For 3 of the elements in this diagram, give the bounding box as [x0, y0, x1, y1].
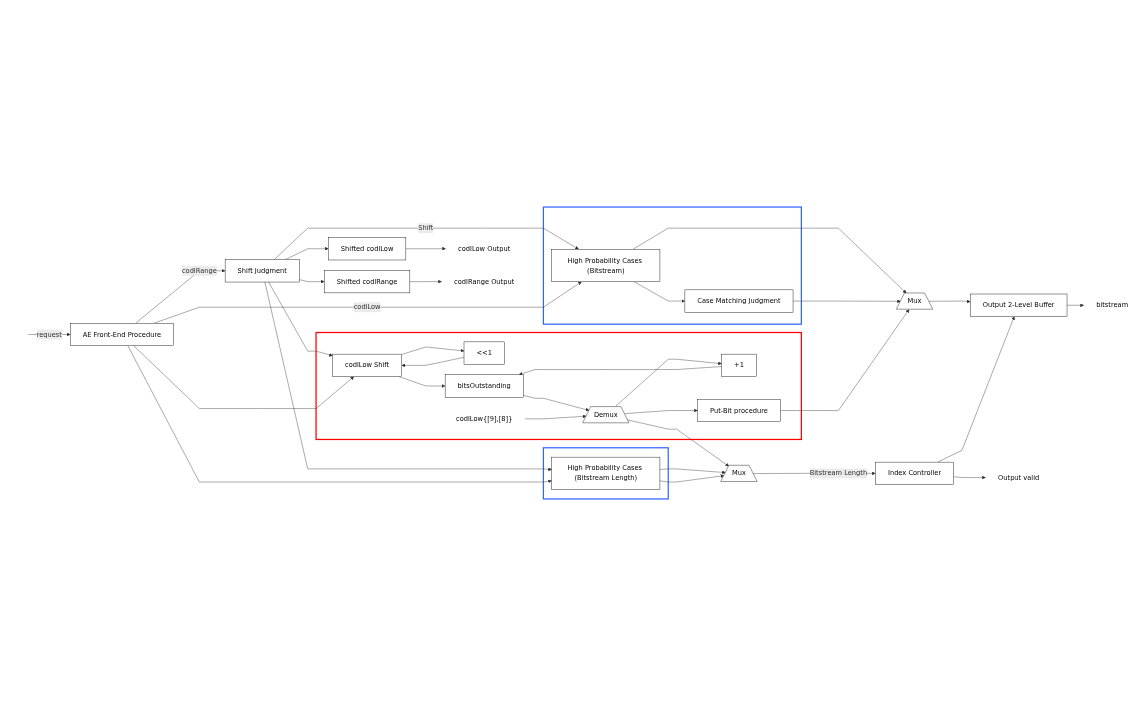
cluster — [315, 331, 802, 441]
cluster — [542, 206, 802, 325]
cluster — [542, 447, 669, 500]
